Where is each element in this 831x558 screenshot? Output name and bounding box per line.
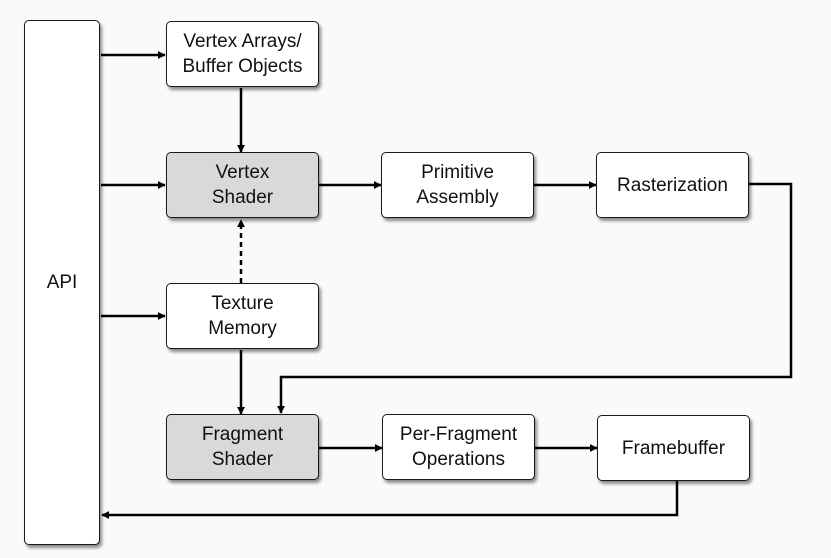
vertex-arrays-label: Vertex Arrays/ Buffer Objects: [182, 31, 303, 77]
framebuffer-label: Framebuffer: [621, 437, 726, 459]
texture-memory-box: Texture Memory: [166, 283, 319, 349]
api-box: API: [24, 20, 100, 545]
rasterization-label: Rasterization: [617, 174, 728, 196]
primitive-assembly-label: Primitive Assembly: [416, 162, 499, 208]
framebuffer-box: Framebuffer: [597, 415, 750, 481]
fragment-shader-label: Fragment Shader: [201, 424, 284, 470]
per-fragment-operations-box: Per-Fragment Operations: [382, 414, 535, 480]
texture-memory-label: Texture Memory: [208, 293, 277, 339]
api-label: API: [46, 272, 78, 293]
vertex-shader-box: Vertex Shader: [166, 152, 319, 218]
arrow-rasterization-to-fragment-shader: [277, 182, 793, 414]
vertex-arrays-box: Vertex Arrays/ Buffer Objects: [166, 21, 319, 87]
vertex-shader-label: Vertex Shader: [211, 162, 274, 208]
arrow-framebuffer-to-api: [101, 481, 679, 519]
per-fragment-operations-label: Per-Fragment Operations: [399, 424, 518, 470]
primitive-assembly-box: Primitive Assembly: [381, 152, 534, 218]
fragment-shader-box: Fragment Shader: [166, 414, 319, 480]
rasterization-box: Rasterization: [596, 152, 749, 218]
